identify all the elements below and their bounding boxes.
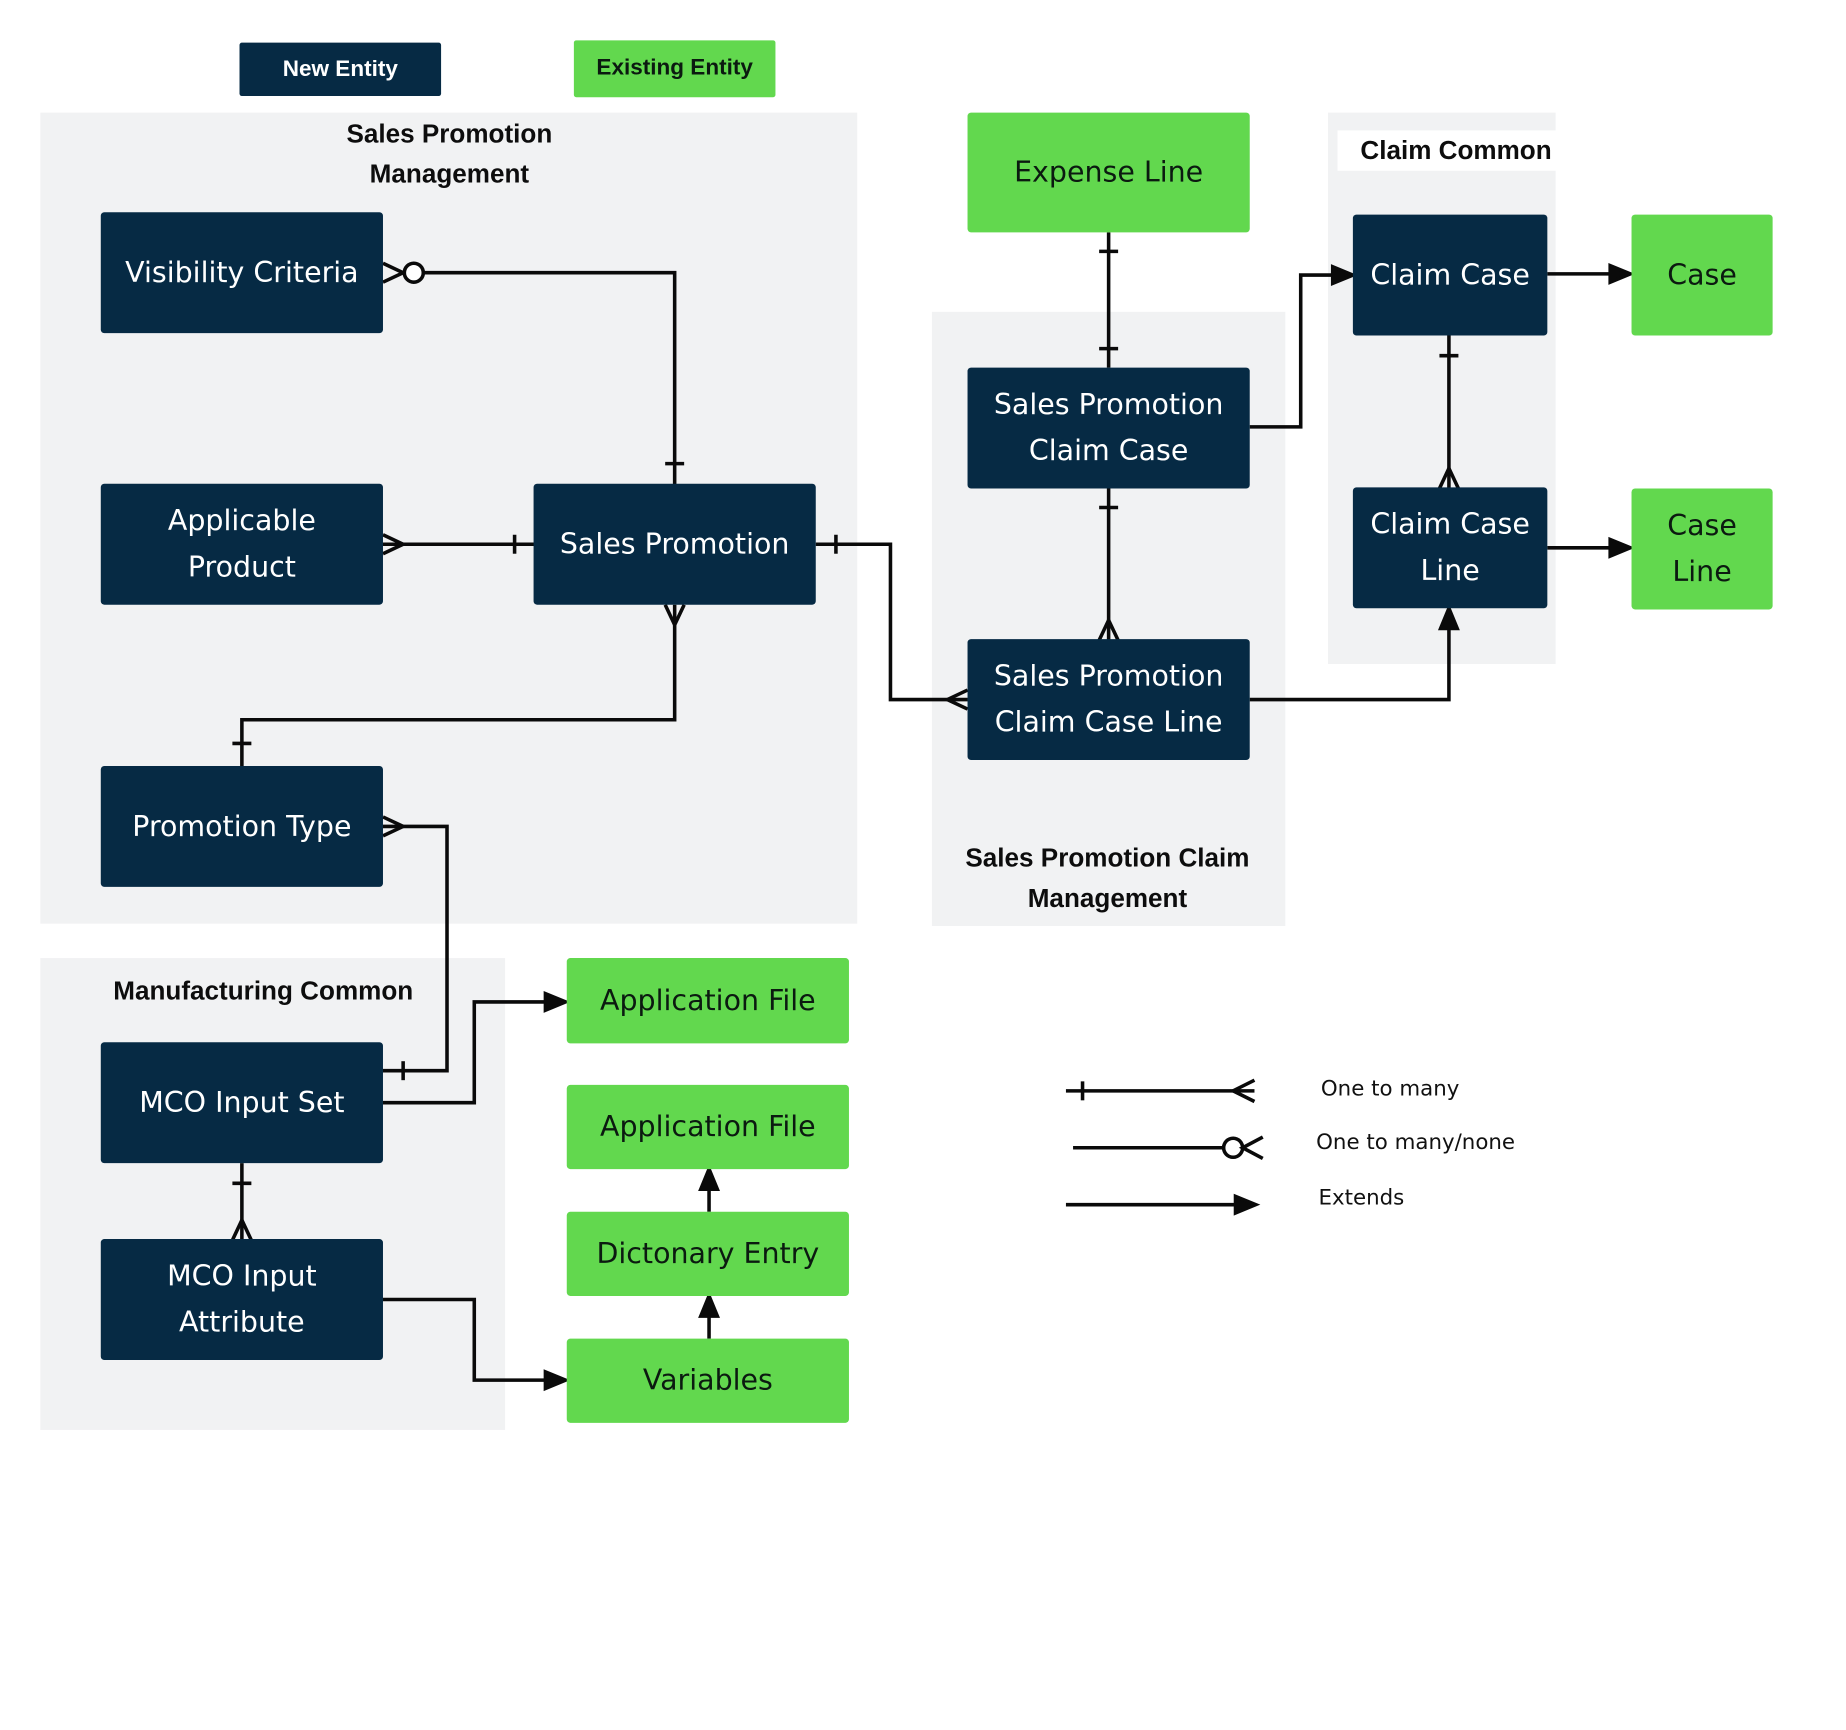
arrow-application-file-2 xyxy=(698,1164,721,1192)
entity-case-line[interactable]: Case Line xyxy=(1631,488,1773,610)
entity-visibility-criteria[interactable]: Visibility Criteria xyxy=(100,212,383,334)
arrow-dictonary-entry xyxy=(698,1291,721,1318)
arrow-claim-case-line xyxy=(1437,603,1460,631)
crowfoot-visibility-criteria xyxy=(382,261,408,284)
connector-mco-input-attribute-variables xyxy=(382,1297,563,1382)
entity-application-file-2[interactable]: Application File xyxy=(566,1084,849,1170)
entity-mco-input-set[interactable]: MCO Input Set xyxy=(100,1042,383,1164)
legend-new-entity: New Entity xyxy=(239,42,442,97)
entity-application-file-1[interactable]: Application File xyxy=(566,958,849,1044)
entity-sales-promotion[interactable]: Sales Promotion xyxy=(533,483,816,605)
connector-lines xyxy=(230,232,1636,1392)
connector-sp-claim-case-claim-case xyxy=(1249,273,1350,429)
legend-text-one-to-many: One to many xyxy=(1320,1076,1460,1102)
entity-mco-input-attribute[interactable]: MCO Input Attribute xyxy=(100,1239,383,1360)
legend-arrow-extends xyxy=(1233,1193,1261,1216)
arrow-variables xyxy=(543,1369,571,1392)
crowfoot-promotion-type xyxy=(382,815,408,838)
entity-dictonary-entry[interactable]: Dictonary Entry xyxy=(566,1211,849,1296)
legend-text-one-to-many-none: One to many/none xyxy=(1316,1129,1516,1155)
crowfoot-sp-claim-case-line-left xyxy=(943,688,969,711)
legend-existing-entity: Existing Entity xyxy=(573,40,776,98)
entity-claim-case-line[interactable]: Claim Case Line xyxy=(1352,487,1548,609)
connector-promotion-type-mco-input-set xyxy=(382,824,449,1073)
entity-applicable-product[interactable]: Applicable Product xyxy=(100,483,383,605)
crowfoot-mco-input-attribute-top xyxy=(230,1215,253,1241)
crowfoot-sp-claim-case-line-top xyxy=(1097,615,1120,642)
entity-sp-claim-case-line[interactable]: Sales Promotion Claim Case Line xyxy=(967,639,1250,761)
connector-mco-input-set-application-file xyxy=(382,1000,563,1105)
region-label-sales-promotion-management: Sales Promotion Management xyxy=(346,118,553,189)
crowfoot-claim-case-line-top xyxy=(1437,464,1461,490)
arrow-claim-case xyxy=(1330,264,1358,287)
region-label-claim-common: Claim Common xyxy=(1337,130,1575,171)
arrow-application-file-1 xyxy=(543,990,571,1013)
entity-variables[interactable]: Variables xyxy=(566,1338,849,1423)
entity-promotion-type[interactable]: Promotion Type xyxy=(100,765,383,887)
arrow-case xyxy=(1608,262,1636,285)
connector-sales-promotion-promotion-type xyxy=(240,604,677,768)
region-label-manufacturing-common: Manufacturing Common xyxy=(113,975,414,1006)
legend-crowfoot-one-to-many xyxy=(1229,1078,1256,1104)
entity-expense-line[interactable]: Expense Line xyxy=(967,112,1250,233)
zero-marker-visibility-criteria xyxy=(402,261,426,284)
entity-sp-claim-case[interactable]: Sales Promotion Claim Case xyxy=(967,367,1250,489)
entity-case[interactable]: Case xyxy=(1631,214,1773,336)
legend-text-extends: Extends xyxy=(1318,1185,1405,1211)
connector-sp-claim-case-line-claim-case-line xyxy=(1249,611,1451,702)
crowfoot-applicable-product xyxy=(382,533,408,556)
arrow-case-line xyxy=(1608,536,1636,559)
crowfoot-sales-promotion-bottom xyxy=(663,603,686,630)
region-label-sales-promotion-claim-management: Sales Promotion Claim Management xyxy=(965,843,1250,913)
connector-sales-promotion-sp-claim-case-line xyxy=(815,542,968,702)
entity-claim-case[interactable]: Claim Case xyxy=(1352,214,1548,336)
connector-visibility-criteria-sales-promotion xyxy=(424,270,677,485)
legend-crowfoot-one-to-many-none xyxy=(1238,1135,1264,1161)
